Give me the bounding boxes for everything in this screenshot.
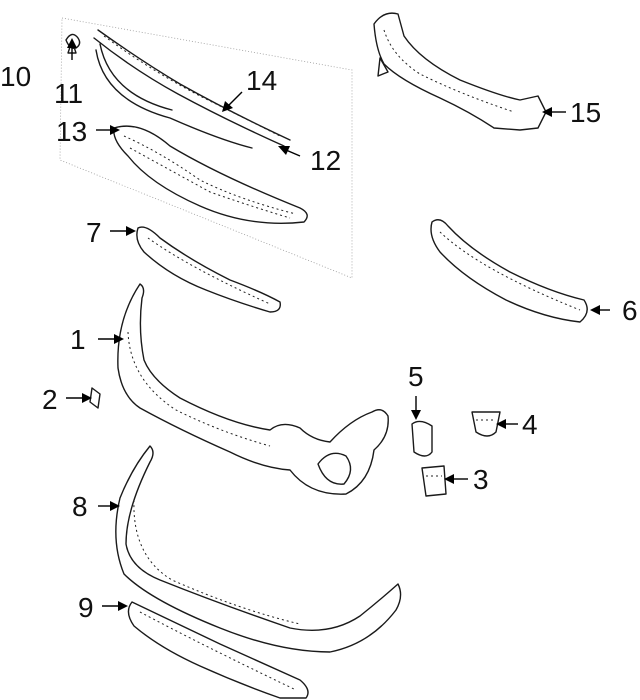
bumper-cover-part-1 (117, 283, 389, 495)
reinforcement-part-15 (373, 12, 547, 131)
trim-part-6 (430, 219, 588, 323)
callout-10: 10 (0, 61, 31, 92)
bracket-part-7 (136, 226, 281, 313)
callout-5: 5 (408, 361, 424, 392)
callout-14: 14 (246, 65, 277, 96)
absorber-part-8 (115, 445, 402, 653)
callout-9: 9 (78, 592, 94, 623)
grille-part-13 (113, 125, 308, 224)
callout-labels: 1 2 3 4 5 6 7 8 9 10 11 12 13 14 15 (0, 61, 638, 623)
clip-part-4 (471, 411, 501, 437)
callout-6: 6 (622, 295, 638, 326)
bracket-part-5 (411, 420, 433, 457)
callout-3: 3 (473, 464, 489, 495)
callout-8: 8 (72, 491, 88, 522)
trim-part-12 (95, 43, 253, 149)
valance-part-9 (127, 601, 309, 699)
inset-frame (59, 17, 353, 279)
part-shapes (65, 12, 588, 699)
callout-4: 4 (522, 409, 538, 440)
callout-12: 12 (310, 145, 341, 176)
callout-1: 1 (70, 324, 86, 355)
callout-leaders (66, 38, 610, 611)
callout-2: 2 (42, 384, 58, 415)
callout-15: 15 (570, 97, 601, 128)
callout-13: 13 (56, 116, 87, 147)
callout-7: 7 (86, 217, 102, 248)
retainer-part-3 (421, 465, 447, 497)
molding-part-14 (93, 29, 291, 147)
callout-11: 11 (54, 78, 83, 109)
